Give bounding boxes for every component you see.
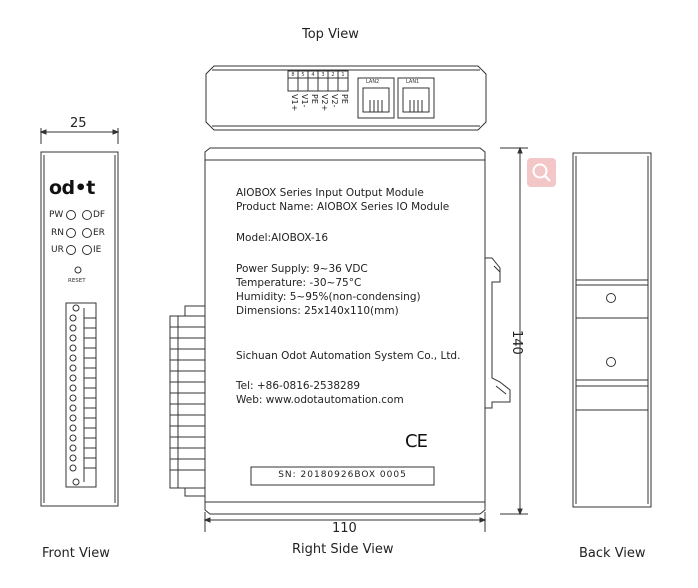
terminal-label: V2+ <box>320 94 329 112</box>
label-line: Tel: +86-0816-2538289 <box>236 380 361 392</box>
terminal-label: V1- <box>300 94 309 108</box>
front-view <box>39 128 120 507</box>
top-view <box>205 65 487 131</box>
search-icon <box>532 163 551 182</box>
terminal-label: PE <box>310 94 319 104</box>
label-line: Power Supply: 9~36 VDC <box>236 263 368 275</box>
back-view <box>572 152 652 508</box>
led-label-ur: UR <box>51 245 64 255</box>
port-label-lan2: LAN2 <box>366 79 380 85</box>
terminal-number: 2 <box>331 72 335 78</box>
terminal-labels: V1+ V1- PE V2+ V2- PE <box>288 94 349 122</box>
right-side-view <box>169 146 528 532</box>
led-label-rn: RN <box>51 228 64 238</box>
led-label-ie: IE <box>93 245 102 255</box>
label-line: Sichuan Odot Automation System Co., Ltd. <box>236 350 461 362</box>
ce-mark: CE <box>405 431 428 452</box>
width-dimension: 25 <box>70 116 87 131</box>
back-view-label: Back View <box>579 546 646 561</box>
front-view-label: Front View <box>42 546 110 561</box>
label-line: Product Name: AIOBOX Series IO Module <box>236 201 450 213</box>
side-terminal-rows <box>170 316 205 488</box>
terminal-label: PE <box>340 94 349 104</box>
label-line: Temperature: -30~75°C <box>236 277 362 289</box>
label-line: Model:AIOBOX-16 <box>236 232 329 244</box>
label-line: AIOBOX Series Input Output Module <box>236 187 424 199</box>
terminal-numbers: 8 5 4 3 2 1 <box>288 72 348 79</box>
label-line: Web: www.odotautomation.com <box>236 394 404 406</box>
terminal-number: 1 <box>341 72 345 78</box>
led-label-df: DF <box>93 210 106 220</box>
terminal-number: 5 <box>301 72 305 78</box>
terminal-label: V1+ <box>290 94 299 112</box>
led-label-er: ER <box>93 228 105 238</box>
image-search-button[interactable] <box>527 158 556 187</box>
led-label-pw: PW <box>49 210 64 220</box>
terminal-label: V2- <box>330 94 339 108</box>
right-side-view-label: Right Side View <box>292 542 394 557</box>
port-label-lan1: LAN1 <box>406 79 420 85</box>
label-line: Dimensions: 25x140x110(mm) <box>236 305 399 317</box>
brand-logo: od•t <box>49 177 95 199</box>
length-dimension: 110 <box>332 521 357 536</box>
top-view-label: Top View <box>302 27 359 42</box>
terminal-number: 8 <box>291 72 295 78</box>
serial-number: SN: 20180926BOX 0005 <box>278 470 407 480</box>
front-terminal-screws <box>69 314 77 472</box>
terminal-number: 3 <box>321 72 325 78</box>
label-line: Humidity: 5~95%(non-condensing) <box>236 291 421 303</box>
reset-label: RESET <box>68 278 86 284</box>
terminal-number: 4 <box>311 72 315 78</box>
front-terminal-dividers <box>84 317 96 469</box>
